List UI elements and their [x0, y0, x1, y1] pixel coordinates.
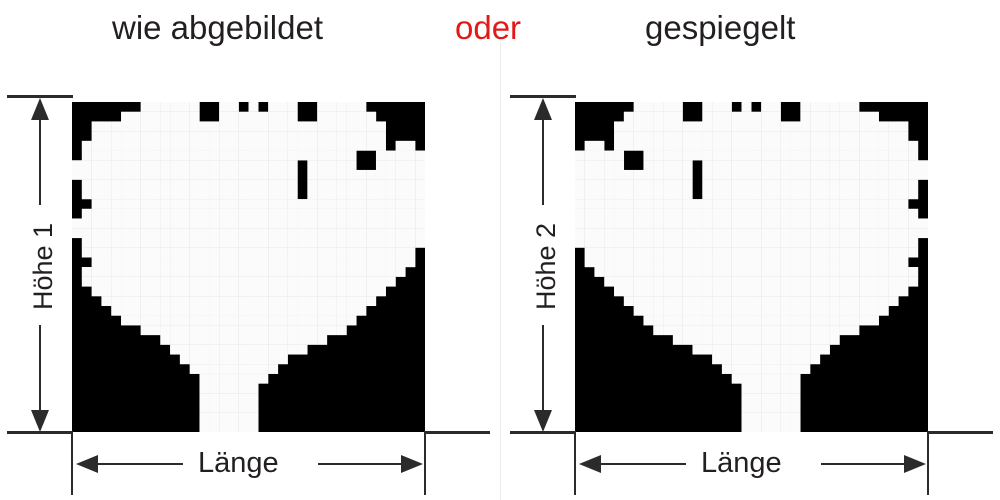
length-left-corner-tick	[7, 431, 73, 434]
length-label-mirrored: Länge	[701, 447, 782, 479]
length-arrow-right-shaft	[318, 463, 403, 465]
panel-mirrored: Höhe 2 Länge	[500, 0, 1000, 500]
length-left-extension	[71, 433, 73, 495]
height1-arrow-upper-shaft	[39, 115, 41, 205]
height1-top-tick	[7, 95, 73, 98]
length-right-extension	[424, 433, 426, 495]
height2-arrow-up-head	[534, 98, 552, 120]
length-arrow-left-shaft-mirrored	[600, 463, 686, 465]
height1-label: Höhe 1	[28, 222, 58, 310]
length-arrow-left-shaft	[97, 463, 183, 465]
title-mirrored: gespiegelt	[645, 9, 796, 46]
height2-arrow-upper-shaft	[542, 115, 544, 205]
panel-as-shown: Höhe 1 Länge	[7, 95, 490, 495]
title-row: wie abgebildet oder gespiegelt	[0, 0, 1000, 60]
height1-arrow-down-head	[31, 410, 49, 432]
title-separator-oder: oder	[455, 9, 522, 46]
length-left-corner-tick-mirrored	[510, 431, 576, 434]
center-divider	[500, 42, 501, 500]
length-arrow-right-head	[401, 455, 423, 473]
length-arrow-right-head-mirrored	[904, 455, 926, 473]
length-right-extension-mirrored	[927, 433, 929, 495]
height2-label: Höhe 2	[531, 222, 561, 310]
product-image-mirrored	[575, 102, 928, 432]
title-as-shown: wie abgebildet	[112, 9, 323, 46]
height1-arrow-lower-shaft	[39, 325, 41, 413]
height2-arrow-lower-shaft	[542, 325, 544, 413]
plant-silhouette-mirrored-svg	[575, 102, 928, 432]
length-label: Länge	[198, 447, 279, 479]
length-arrow-right-shaft-mirrored	[821, 463, 906, 465]
length-right-corner-tick	[424, 431, 490, 434]
height2-top-tick	[510, 95, 576, 98]
product-image-as-shown	[72, 102, 425, 432]
length-left-extension-mirrored	[574, 433, 576, 495]
length-arrow-left-head-mirrored	[579, 455, 601, 473]
plant-silhouette-svg	[72, 102, 425, 432]
height1-arrow-up-head	[31, 98, 49, 120]
height2-arrow-down-head	[534, 410, 552, 432]
length-arrow-left-head	[76, 455, 98, 473]
length-right-corner-tick-mirrored	[927, 431, 993, 434]
